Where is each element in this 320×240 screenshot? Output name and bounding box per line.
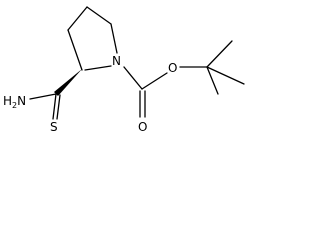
carbonyl-oxygen-label: O xyxy=(138,120,147,134)
amine-label: H2N xyxy=(3,94,26,110)
ring-bond-c3-c4 xyxy=(67,6,88,31)
amine-hydrogen: H xyxy=(3,94,12,108)
methyl-bond-bottom xyxy=(206,66,219,95)
amine-nitrogen: N xyxy=(17,94,26,108)
ring-bond-c4-c5 xyxy=(86,6,112,25)
sulfur-label: S xyxy=(50,120,58,134)
ring-bond-c5-n1 xyxy=(110,23,118,54)
methyl-bond-top xyxy=(206,40,233,68)
wedge-bond-c2-thioamide xyxy=(54,69,82,96)
structure-canvas: N O O S H2N xyxy=(0,0,248,143)
bond-n1-carbonyl xyxy=(123,66,143,90)
ester-oxygen-label: O xyxy=(168,61,177,75)
ring-nitrogen-label: N xyxy=(112,54,121,68)
chemical-structure: N O O S H2N xyxy=(3,6,245,134)
ring-bond-n1-c2 xyxy=(84,65,112,71)
thioamide-c-n-bond xyxy=(29,93,57,100)
thioamide-double-bond-b xyxy=(56,94,61,120)
amine-hydrogen-count: 2 xyxy=(12,101,17,110)
methyl-bond-right xyxy=(206,66,245,85)
bond-carbonyl-ester-o xyxy=(141,72,168,90)
thioamide-double-bond-a xyxy=(52,93,57,120)
ring-bond-c2-c3 xyxy=(67,29,83,71)
